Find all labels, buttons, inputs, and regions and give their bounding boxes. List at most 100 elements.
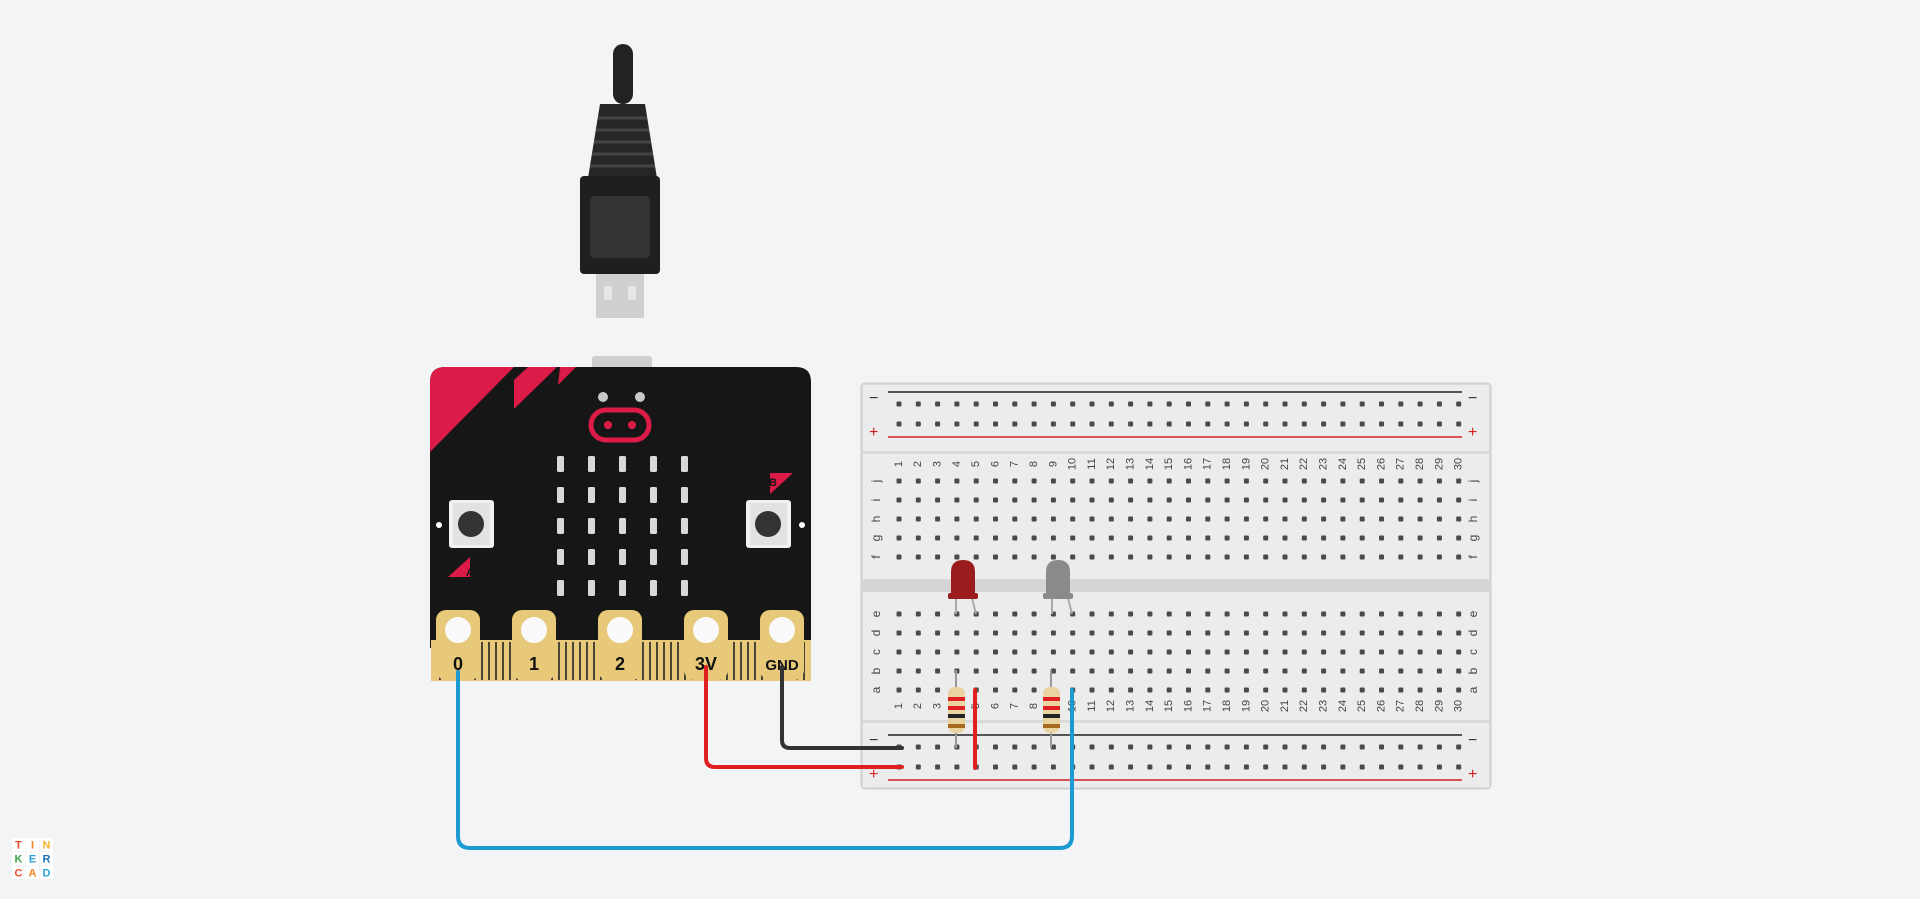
terminal-hole[interactable] <box>1379 668 1384 674</box>
terminal-hole[interactable] <box>1205 497 1211 503</box>
terminal-hole[interactable] <box>1147 535 1153 541</box>
terminal-hole[interactable] <box>1398 668 1404 674</box>
terminal-hole[interactable] <box>1436 497 1442 503</box>
rail-hole[interactable] <box>1359 401 1365 407</box>
terminal-hole[interactable] <box>1301 668 1307 674</box>
terminal-hole[interactable] <box>1301 516 1307 522</box>
rail-hole[interactable] <box>1089 401 1095 407</box>
terminal-hole[interactable] <box>1398 497 1404 503</box>
terminal-hole[interactable] <box>1398 611 1404 617</box>
terminal-hole[interactable] <box>1359 630 1365 636</box>
terminal-hole[interactable] <box>935 535 941 541</box>
rail-hole[interactable] <box>1321 764 1327 770</box>
terminal-hole[interactable] <box>1224 668 1230 674</box>
terminal-hole[interactable] <box>1282 497 1288 503</box>
terminal-hole[interactable] <box>954 478 960 484</box>
rail-hole[interactable] <box>1263 744 1269 750</box>
terminal-hole[interactable] <box>1089 630 1095 636</box>
terminal-hole[interactable] <box>1379 687 1384 693</box>
terminal-hole[interactable] <box>915 630 921 636</box>
rail-hole[interactable] <box>1147 421 1153 427</box>
rail-hole[interactable] <box>1224 764 1230 770</box>
terminal-hole[interactable] <box>1089 611 1095 617</box>
terminal-hole[interactable] <box>954 554 960 560</box>
rail-hole[interactable] <box>1186 421 1191 427</box>
terminal-hole[interactable] <box>1205 478 1211 484</box>
rail-hole[interactable] <box>1436 401 1442 407</box>
rail-hole[interactable] <box>1340 401 1346 407</box>
terminal-hole[interactable] <box>1031 497 1037 503</box>
rail-hole[interactable] <box>1417 744 1423 750</box>
terminal-hole[interactable] <box>1282 554 1288 560</box>
terminal-hole[interactable] <box>915 497 921 503</box>
terminal-hole[interactable] <box>1436 516 1442 522</box>
terminal-hole[interactable] <box>935 478 941 484</box>
terminal-hole[interactable] <box>1282 649 1288 655</box>
terminal-hole[interactable] <box>1263 478 1269 484</box>
terminal-hole[interactable] <box>1436 554 1442 560</box>
terminal-hole[interactable] <box>1070 535 1076 541</box>
terminal-hole[interactable] <box>1166 497 1172 503</box>
rail-hole[interactable] <box>1166 744 1172 750</box>
resistor-2[interactable] <box>1043 670 1060 748</box>
terminal-hole[interactable] <box>1031 516 1037 522</box>
terminal-hole[interactable] <box>1436 478 1442 484</box>
terminal-hole[interactable] <box>1379 497 1384 503</box>
wires[interactable] <box>456 665 1074 850</box>
terminal-hole[interactable] <box>1205 516 1211 522</box>
terminal-hole[interactable] <box>1224 687 1230 693</box>
terminal-hole[interactable] <box>1301 554 1307 560</box>
terminal-hole[interactable] <box>1012 554 1018 560</box>
terminal-hole[interactable] <box>1205 687 1211 693</box>
terminal-hole[interactable] <box>1321 554 1327 560</box>
terminal-hole[interactable] <box>1456 649 1462 655</box>
terminal-hole[interactable] <box>1340 649 1346 655</box>
touch-logo[interactable] <box>588 407 652 443</box>
terminal-hole[interactable] <box>1070 497 1076 503</box>
terminal-hole[interactable] <box>896 554 902 560</box>
terminal-hole[interactable] <box>1089 478 1095 484</box>
terminal-hole[interactable] <box>1359 497 1365 503</box>
rail-hole[interactable] <box>1263 764 1269 770</box>
resistor-1[interactable] <box>948 670 965 748</box>
terminal-hole[interactable] <box>1224 535 1230 541</box>
rail-hole[interactable] <box>993 744 998 750</box>
terminal-hole[interactable] <box>1456 668 1462 674</box>
led-red[interactable] <box>948 560 978 615</box>
terminal-hole[interactable] <box>1147 611 1153 617</box>
terminal-hole[interactable] <box>954 535 960 541</box>
terminal-hole[interactable] <box>1147 630 1153 636</box>
terminal-hole[interactable] <box>993 535 998 541</box>
terminal-hole[interactable] <box>1417 687 1423 693</box>
terminal-hole[interactable] <box>973 649 979 655</box>
terminal-hole[interactable] <box>1321 687 1327 693</box>
rail-hole[interactable] <box>973 421 979 427</box>
terminal-hole[interactable] <box>1436 611 1442 617</box>
terminal-hole[interactable] <box>1359 516 1365 522</box>
terminal-hole[interactable] <box>1186 497 1191 503</box>
terminal-hole[interactable] <box>1050 535 1056 541</box>
terminal-hole[interactable] <box>1243 554 1249 560</box>
terminal-hole[interactable] <box>1070 630 1076 636</box>
terminal-hole[interactable] <box>1186 630 1191 636</box>
terminal-hole[interactable] <box>1379 478 1384 484</box>
terminal-hole[interactable] <box>1050 554 1056 560</box>
terminal-hole[interactable] <box>915 478 921 484</box>
rail-hole[interactable] <box>1263 401 1269 407</box>
terminal-hole[interactable] <box>1031 649 1037 655</box>
rail-hole[interactable] <box>1436 744 1442 750</box>
terminal-hole[interactable] <box>1128 630 1134 636</box>
rail-hole[interactable] <box>1050 764 1056 770</box>
rail-hole[interactable] <box>1379 401 1384 407</box>
terminal-hole[interactable] <box>1186 687 1191 693</box>
terminal-hole[interactable] <box>1263 535 1269 541</box>
terminal-hole[interactable] <box>1398 516 1404 522</box>
terminal-hole[interactable] <box>896 535 902 541</box>
rail-hole[interactable] <box>915 744 921 750</box>
rail-hole[interactable] <box>1128 421 1134 427</box>
terminal-hole[interactable] <box>1070 516 1076 522</box>
terminal-hole[interactable] <box>1417 535 1423 541</box>
terminal-hole[interactable] <box>1108 611 1114 617</box>
